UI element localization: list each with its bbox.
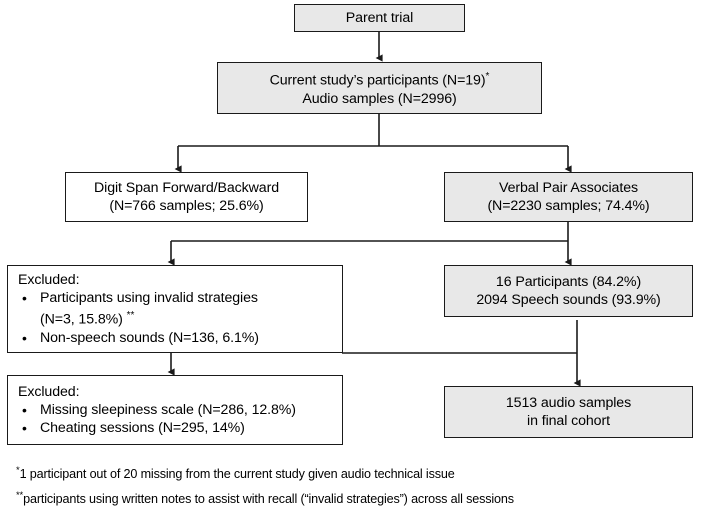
- bullet-text: Cheating sessions (N=295, 14%): [40, 420, 245, 436]
- list-item: Non-speech sounds (N=136, 6.1%): [18, 329, 259, 347]
- node-current-study[interactable]: Current study’s participants (N=19)* Aud…: [217, 62, 542, 114]
- footnote-1-text: 1 participant out of 20 missing from the…: [19, 467, 455, 482]
- footnotes: *1 participant out of 20 missing from th…: [16, 460, 706, 510]
- node-digit-span-line-1: Digit Span Forward/Backward: [94, 180, 279, 196]
- node-parent-trial[interactable]: Parent trial: [294, 4, 465, 32]
- node-excluded-2[interactable]: Excluded: Missing sleepiness scale (N=28…: [7, 375, 343, 445]
- node-final-cohort-line-2: in final cohort: [527, 413, 610, 429]
- node-excluded-1[interactable]: Excluded: Participants using invalid str…: [7, 265, 343, 353]
- node-participants-retained-line-2: 2094 Speech sounds (93.9%): [476, 292, 661, 308]
- footnote-2-marker: **: [16, 490, 24, 502]
- node-digit-span-line-2: (N=766 samples; 25.6%): [109, 198, 264, 214]
- bullet-subtext: (N=3, 15.8%) **: [40, 310, 135, 328]
- node-final-cohort[interactable]: 1513 audio samples in final cohort: [444, 386, 693, 438]
- bullet-text: Participants using invalid strategies: [40, 290, 258, 307]
- bullet-text: Missing sleepiness scale (N=286, 12.8%): [40, 402, 296, 418]
- footnote-2-text: participants using written notes to assi…: [23, 492, 514, 507]
- node-current-study-line-2: Audio samples (N=2996): [302, 90, 457, 107]
- node-excluded-1-bullets: Participants using invalid strategies (N…: [8, 289, 259, 347]
- node-participants-retained-line-1: 16 Participants (84.2%): [495, 274, 642, 290]
- node-verbal-pair-line-1: Verbal Pair Associates: [499, 180, 638, 196]
- node-parent-trial-line-1: Parent trial: [345, 10, 414, 26]
- footnote-2: **participants using written notes to as…: [16, 485, 706, 510]
- node-verbal-pair-line-2: (N=2230 samples; 74.4%): [487, 198, 650, 214]
- node-current-study-line-1: Current study’s participants (N=19)*: [269, 71, 490, 89]
- list-item: Cheating sessions (N=295, 14%): [18, 419, 296, 437]
- list-item: Missing sleepiness scale (N=286, 12.8%): [18, 401, 296, 419]
- node-excluded-2-heading: Excluded:: [18, 384, 80, 400]
- footnote-1-marker: *: [16, 465, 20, 476]
- node-final-cohort-line-1: 1513 audio samples: [505, 395, 632, 411]
- footnote-1: *1 participant out of 20 missing from th…: [16, 460, 706, 485]
- node-excluded-1-heading: Excluded:: [18, 272, 80, 289]
- bullet-text: Non-speech sounds (N=136, 6.1%): [40, 329, 259, 346]
- node-excluded-2-bullets: Missing sleepiness scale (N=286, 12.8%) …: [8, 401, 296, 437]
- list-item: Participants using invalid strategies (N…: [18, 289, 259, 329]
- double-asterisk-marker: **: [126, 310, 135, 322]
- node-verbal-pair[interactable]: Verbal Pair Associates (N=2230 samples; …: [444, 172, 693, 222]
- node-digit-span[interactable]: Digit Span Forward/Backward (N=766 sampl…: [65, 172, 308, 222]
- asterisk-marker: *: [485, 71, 490, 83]
- node-participants-retained[interactable]: 16 Participants (84.2%) 2094 Speech soun…: [444, 265, 693, 317]
